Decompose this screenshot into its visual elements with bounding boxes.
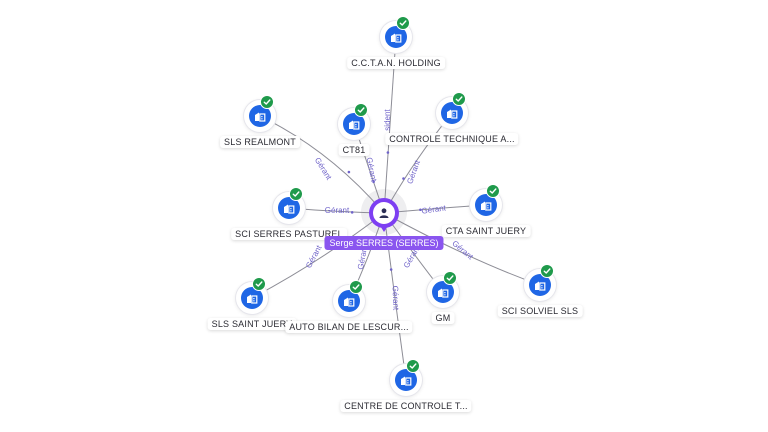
company-node-circle[interactable] <box>273 187 305 224</box>
company-name-label: CONTROLE TECHNIQUE A... <box>385 133 519 145</box>
company-icon <box>241 287 263 309</box>
edge-slssaintjuery <box>251 212 385 299</box>
person-icon <box>373 202 395 224</box>
verified-check-icon <box>354 103 368 117</box>
verified-check-icon <box>452 92 466 106</box>
company-icon <box>278 197 300 219</box>
company-name-label: CTA SAINT JUERY <box>441 225 531 237</box>
company-node-circle[interactable] <box>524 264 556 301</box>
edge-arrow-controle <box>402 177 405 180</box>
edge-label-centre: Gérant <box>391 286 401 312</box>
edge-label-slsrealmont: Gérant <box>313 156 334 182</box>
verified-check-icon <box>349 280 363 294</box>
edge-arrow-slsrealmont <box>347 170 351 174</box>
verified-check-icon <box>443 271 457 285</box>
company-icon <box>441 102 463 124</box>
verified-check-icon <box>486 184 500 198</box>
edge-arrow-cctan <box>386 151 390 154</box>
company-node-circle[interactable] <box>390 359 422 396</box>
company-node-circle[interactable] <box>244 95 276 132</box>
company-node-circle[interactable] <box>436 92 468 129</box>
edge-arrow-cta <box>419 208 422 212</box>
edge-slsrealmont <box>259 115 385 214</box>
verified-check-icon <box>540 264 554 278</box>
company-icon <box>385 26 407 48</box>
company-node-circle[interactable] <box>427 271 459 308</box>
company-icon <box>529 274 551 296</box>
edge-arrow-ct81 <box>372 180 375 184</box>
edge-cctan <box>383 36 397 214</box>
edge-label-sciserres: Gérant <box>325 206 350 215</box>
company-name-label: CENTRE DE CONTROLE T... <box>340 400 472 412</box>
person-pin[interactable] <box>369 198 399 228</box>
company-icon <box>432 281 454 303</box>
company-name-label: SLS REALMONT <box>220 136 300 148</box>
company-icon <box>395 369 417 391</box>
verified-check-icon <box>252 277 266 291</box>
company-node-circle[interactable] <box>338 103 370 140</box>
edge-scisolviel <box>383 212 541 286</box>
company-icon <box>338 290 360 312</box>
company-node-circle[interactable] <box>470 184 502 221</box>
edge-arrow-centre <box>389 268 393 271</box>
person-pin-tip <box>379 224 389 232</box>
company-node-circle[interactable] <box>236 277 268 314</box>
verified-check-icon <box>289 187 303 201</box>
edge-label-ct81: Gérant <box>365 157 379 184</box>
company-name-label: SLS SAINT JUERY <box>207 318 297 330</box>
company-icon <box>475 194 497 216</box>
edge-label-scisolviel: Gérant <box>450 239 475 262</box>
company-node-circle[interactable] <box>333 280 365 317</box>
verified-check-icon <box>396 16 410 30</box>
edge-arrow-sciserres <box>350 211 354 214</box>
edge-label-autobilan: Gérant <box>356 244 369 270</box>
company-icon <box>343 113 365 135</box>
edge-label-controle: Gérant <box>405 158 422 185</box>
company-name-label: SCI SERRES PASTUREL <box>231 228 347 240</box>
verified-check-icon <box>406 359 420 373</box>
edge-centre <box>383 212 407 381</box>
company-name-label: AUTO BILAN DE LESCUR... <box>285 321 413 333</box>
company-name-label: GM <box>431 312 455 324</box>
company-icon <box>249 105 271 127</box>
edge-label-cta: Gérant <box>421 203 447 215</box>
edge-label-cctan: sident <box>383 109 392 131</box>
edge-label-slssaintjuery: Gérant <box>304 243 324 270</box>
person-name-label: Serge SERRES (SERRES) <box>324 236 444 250</box>
company-node-circle[interactable] <box>380 16 412 53</box>
verified-check-icon <box>260 95 274 109</box>
company-name-label: C.C.T.A.N. HOLDING <box>347 57 445 69</box>
company-name-label: SCI SOLVIEL SLS <box>497 305 583 317</box>
company-name-label: CT81 <box>338 144 370 156</box>
